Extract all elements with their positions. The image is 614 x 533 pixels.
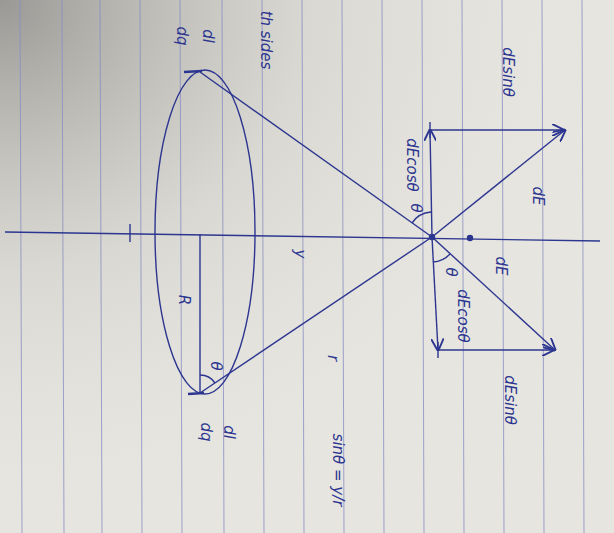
charge-label-holder: dq <box>197 422 215 441</box>
distance-line <box>200 237 432 393</box>
length-label: dl <box>200 29 215 43</box>
distance-label-holder: r <box>324 355 342 361</box>
distance-label: r <box>325 355 340 361</box>
component-tick <box>429 122 430 138</box>
note-text: th sides <box>258 11 273 70</box>
angle-label-holder: θ <box>407 203 425 212</box>
component-label-holder: dEcosθ <box>454 289 472 342</box>
vector-label: dE <box>529 187 544 206</box>
note-text-holder: th sides <box>257 11 275 70</box>
charge-element <box>184 71 202 72</box>
angle-arc <box>200 375 215 383</box>
cos-component <box>432 237 438 350</box>
cos-component <box>430 130 432 237</box>
component-label-holder: dEcosθ <box>403 138 421 191</box>
field-vector <box>432 130 565 237</box>
angle-label-holder: θ <box>442 267 460 276</box>
length-label-holder: dl <box>220 425 238 439</box>
ink-drawing <box>5 70 600 394</box>
angle-label: θ <box>408 203 423 212</box>
axis-line <box>5 232 600 241</box>
sin-component <box>430 129 563 130</box>
axis-tick <box>129 224 130 242</box>
formula-text-holder: sinθ = y/r <box>329 434 347 507</box>
angle-label: θ <box>443 267 458 276</box>
vector-label: dE <box>492 257 507 276</box>
charge-label-holder: dq <box>173 26 191 45</box>
formula-text: sinθ = y/r <box>330 434 345 507</box>
vector-label-holder: dE <box>491 257 509 276</box>
radius-label-holder: R <box>175 295 193 305</box>
field-point <box>430 235 435 240</box>
component-label: dEsinθ <box>502 375 517 425</box>
component-label: dEcosθ <box>404 138 419 191</box>
distance-line <box>200 72 432 237</box>
angle-label-holder: θ <box>207 361 225 370</box>
component-label: dEcosθ <box>455 289 470 342</box>
angle-label: θ <box>208 361 223 370</box>
angle-arc <box>433 254 450 262</box>
vector-label-holder: dE <box>528 187 546 206</box>
charged-ring <box>155 70 255 394</box>
radius-line <box>199 234 200 393</box>
charge-element <box>188 393 204 394</box>
dot <box>468 236 473 241</box>
component-label: dEsinθ <box>500 47 515 97</box>
component-label-holder: dEsinθ <box>501 375 519 425</box>
charge-label: dq <box>198 422 213 441</box>
length-label: dl <box>221 425 236 439</box>
distance-label: y <box>292 250 307 259</box>
component-label-holder: dEsinθ <box>499 47 517 97</box>
distance-label-holder: y <box>291 250 309 259</box>
angle-arc <box>412 212 431 223</box>
length-label-holder: dl <box>199 29 217 43</box>
radius-label: R <box>176 295 191 305</box>
charge-label: dq <box>174 26 189 45</box>
field-vector <box>432 237 555 350</box>
ruled-lines <box>20 0 584 533</box>
sin-component <box>438 349 553 350</box>
component-tick <box>437 342 438 358</box>
